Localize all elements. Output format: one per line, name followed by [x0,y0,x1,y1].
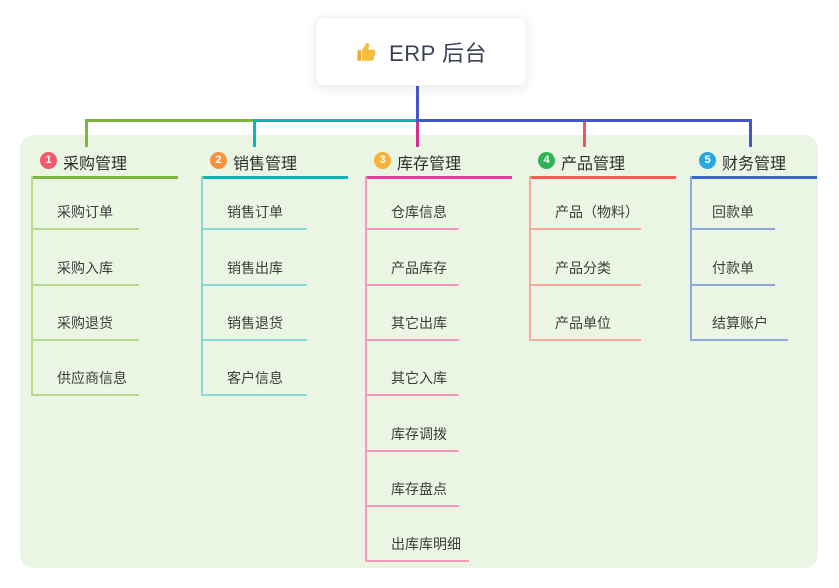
connector-stub-product [583,122,586,147]
branch-label[interactable]: 财务管理 [722,156,787,173]
child-underline [690,284,775,286]
child-node[interactable]: 产品单位 [555,315,611,331]
branches-panel [20,135,818,568]
child-node[interactable]: 销售订单 [227,204,283,220]
child-node[interactable]: 结算账户 [712,315,768,331]
child-node[interactable]: 付款单 [712,260,754,276]
child-underline [31,284,139,286]
child-underline [201,284,307,286]
child-underline [365,505,459,507]
child-underline [365,284,459,286]
child-underline [365,339,459,341]
child-node[interactable]: 产品库存 [391,260,447,276]
child-node[interactable]: 销售退货 [227,315,283,331]
child-node[interactable]: 采购订单 [57,204,113,220]
branch-label[interactable]: 产品管理 [561,156,626,173]
connector-stub-inventory [416,122,419,147]
child-node[interactable]: 客户信息 [227,370,283,386]
child-node[interactable]: 其它入库 [391,370,447,386]
child-underline [529,228,641,230]
child-node[interactable]: 供应商信息 [57,370,127,386]
child-underline [365,450,459,452]
child-node[interactable]: 采购入库 [57,260,113,276]
branch-label[interactable]: 采购管理 [63,156,128,173]
branch-spine [365,176,367,560]
child-node[interactable]: 仓库信息 [391,204,447,220]
child-node[interactable]: 库存调拨 [391,426,447,442]
connector-bus-indigo [416,119,752,122]
child-underline [31,228,139,230]
branch-label[interactable]: 库存管理 [397,156,462,173]
child-node[interactable]: 销售出库 [227,260,283,276]
branch-spine [529,176,531,339]
branch-spine [690,176,692,339]
branch-label[interactable]: 销售管理 [233,156,298,173]
branch-number-badge: 4 [538,152,555,169]
child-underline [365,228,459,230]
connector-stub-finance [749,119,752,147]
child-underline [690,228,775,230]
root-node[interactable]: ERP 后台 [315,17,527,86]
child-underline [365,394,459,396]
child-underline [365,560,469,562]
child-underline [31,339,139,341]
branch-underline [365,176,512,179]
root-node-label: ERP 后台 [389,40,487,66]
connector-bus-green [85,119,255,122]
child-node[interactable]: 库存盘点 [391,481,447,497]
child-underline [201,228,307,230]
child-underline [201,339,307,341]
child-node[interactable]: 其它出库 [391,315,447,331]
connector-stub-purchase [85,119,88,147]
child-node[interactable]: 回款单 [712,204,754,220]
child-underline [529,339,641,341]
branch-underline [529,176,676,179]
child-underline [529,284,641,286]
branch-underline [201,176,348,179]
child-underline [690,339,788,341]
thumbs-up-icon [355,40,379,64]
child-node[interactable]: 采购退货 [57,315,113,331]
branch-number-badge: 2 [210,152,227,169]
branch-number-badge: 5 [699,152,716,169]
connector-root-stub [416,84,419,120]
branch-number-badge: 1 [40,152,57,169]
connector-bus-teal [253,119,418,122]
child-node[interactable]: 产品（物料） [555,204,639,220]
child-underline [201,394,307,396]
branch-number-badge: 3 [374,152,391,169]
branch-underline [690,176,817,179]
branch-underline [31,176,178,179]
child-underline [31,394,139,396]
child-node[interactable]: 出库库明细 [391,536,461,552]
connector-stub-sales [253,119,256,147]
child-node[interactable]: 产品分类 [555,260,611,276]
